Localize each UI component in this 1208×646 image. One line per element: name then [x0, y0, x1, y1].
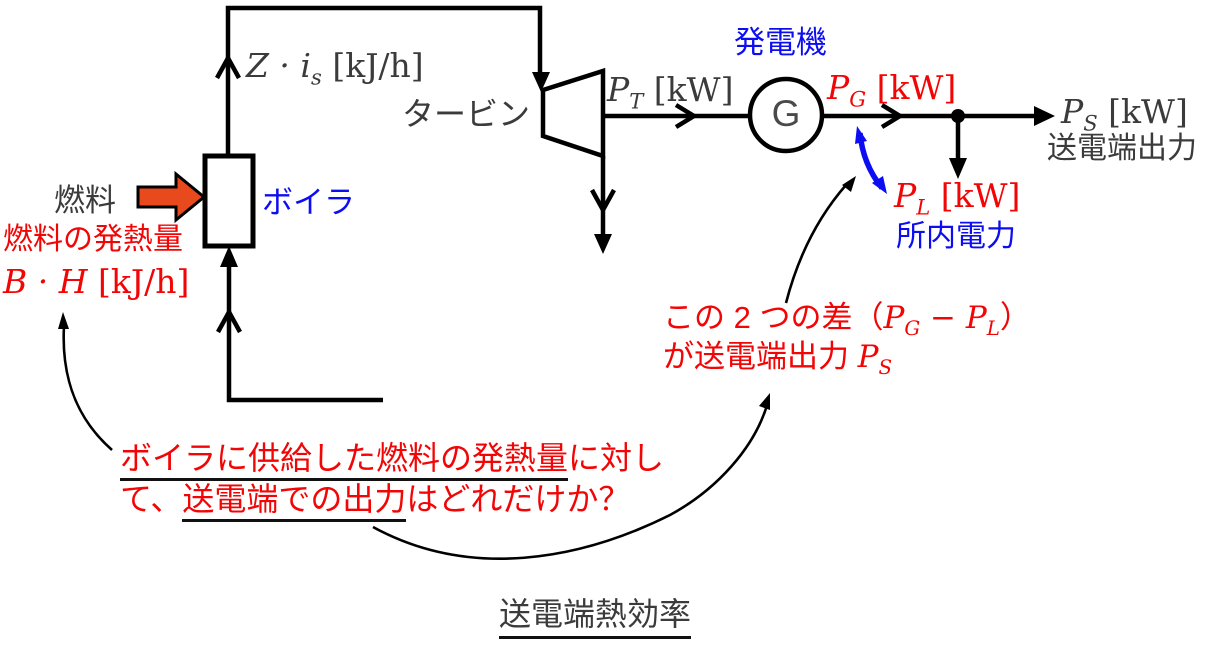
output-arrowhead-icon — [1034, 106, 1055, 126]
note2-pre: が送電端出力 — [663, 339, 858, 374]
question-line2-rest: はどれだけか？ — [406, 481, 631, 517]
question-line2-underlined: 送電端での出力 — [182, 481, 407, 522]
difference-note-line1: この 2 つの差（PG − PL） — [663, 300, 1031, 338]
aux-power-label: PL [kW] — [894, 176, 1021, 218]
pg-var: P — [827, 68, 850, 107]
fuel-var-h: H — [58, 262, 88, 301]
generator-label: 発電機 — [734, 25, 827, 60]
steam-var-i: i — [300, 46, 311, 85]
turbine-label: タービン — [402, 96, 531, 132]
note2-ps-sub: S — [878, 356, 893, 380]
fuel-heat-arrowhead-icon — [58, 312, 69, 329]
fuel-label: 燃料 — [54, 183, 116, 218]
note-pre: この 2 つの差（ — [663, 300, 884, 335]
pl-sub: L — [916, 194, 931, 220]
question-line2: て、送電端での出力はどれだけか？ — [120, 481, 631, 522]
steam-pipe — [225, 5, 543, 158]
steam-sub-s: s — [310, 64, 322, 90]
boiler-shape — [202, 153, 256, 249]
turbine-shape — [540, 67, 606, 160]
curved-arrow-to-fuel-heat — [62, 325, 113, 451]
steam-enthalpy-label: Z · is [kJ/h] — [246, 46, 424, 88]
pl-var: P — [894, 176, 917, 215]
turbine-power-label: PT [kW] — [607, 70, 734, 112]
pg-sub: G — [849, 86, 867, 112]
efficiency-title: 送電端熱効率 — [499, 596, 692, 639]
pl-unit: [kW] — [930, 176, 1021, 215]
difference-note-line2: が送電端出力 PS — [663, 339, 892, 377]
ps-unit: [kW] — [1097, 92, 1188, 131]
difference-note-arrowhead-icon — [759, 393, 770, 410]
curved-arrow-to-comparison — [784, 184, 847, 304]
cdot: · — [27, 262, 59, 301]
note-pl-var: P — [965, 300, 987, 336]
exhaust-down-chevron-icon — [590, 188, 616, 215]
note-pg-var: P — [883, 300, 905, 336]
minus-sign: − — [920, 300, 966, 336]
fuel-heat-formula: B · H [kJ/h] — [3, 262, 190, 301]
turbine-inlet-arrowhead-icon — [532, 72, 550, 92]
note-pg-sub: G — [904, 317, 921, 341]
shaft-right-chevron-icon — [674, 103, 699, 129]
pt-unit: [kW] — [643, 70, 734, 109]
note2-ps-var: P — [857, 339, 879, 375]
boiler-label: ボイラ — [262, 185, 355, 220]
question-line1-rest: に対し — [568, 440, 665, 476]
question-line1: ボイラに供給した燃料の発熱量に対し — [120, 440, 665, 481]
note-post: ） — [999, 300, 1031, 335]
output-right-chevron-icon — [880, 103, 905, 129]
pg-unit: [kW] — [866, 68, 957, 107]
comparison-bottom-arrowhead-icon — [872, 176, 887, 194]
curved-arrow-to-difference-note — [372, 401, 770, 560]
fuel-heat-title: 燃料の発熱量 — [3, 223, 183, 256]
question-line1-underlined: ボイラに供給した燃料の発熱量 — [120, 440, 569, 481]
cdot: · — [268, 46, 301, 85]
question-line2-pre: て、 — [120, 481, 183, 517]
steam-up-chevron-icon — [215, 53, 241, 80]
exhaust-arrowhead-icon — [594, 234, 612, 254]
steam-unit: [kJ/h] — [321, 46, 424, 85]
sending-power-label: PS [kW] — [1061, 92, 1188, 134]
ps-sub: S — [1083, 110, 1098, 136]
fuel-heat-unit: [kJ/h] — [87, 262, 190, 301]
sending-power-desc: 送電端出力 — [1047, 132, 1197, 165]
comparison-arrowhead-icon — [842, 176, 856, 192]
pt-var: P — [607, 70, 630, 109]
generator-symbol: G — [771, 93, 801, 134]
pt-sub: T — [629, 88, 644, 114]
ps-var: P — [1061, 92, 1084, 131]
fuel-var-b: B — [3, 262, 28, 301]
fuel-arrow-icon — [136, 170, 207, 224]
note-pl-sub: L — [986, 317, 1000, 341]
boiler-inlet-arrowhead-icon — [220, 246, 238, 267]
generator-power-label: PG [kW] — [827, 68, 957, 110]
feed-up-chevron-icon — [216, 307, 242, 334]
aux-power-desc: 所内電力 — [896, 220, 1016, 253]
boiler-feed-line — [226, 252, 383, 403]
steam-var-z: Z — [246, 46, 269, 85]
comparison-top-arrowhead-icon — [855, 126, 867, 144]
aux-drop-arrowhead-icon — [949, 158, 967, 179]
